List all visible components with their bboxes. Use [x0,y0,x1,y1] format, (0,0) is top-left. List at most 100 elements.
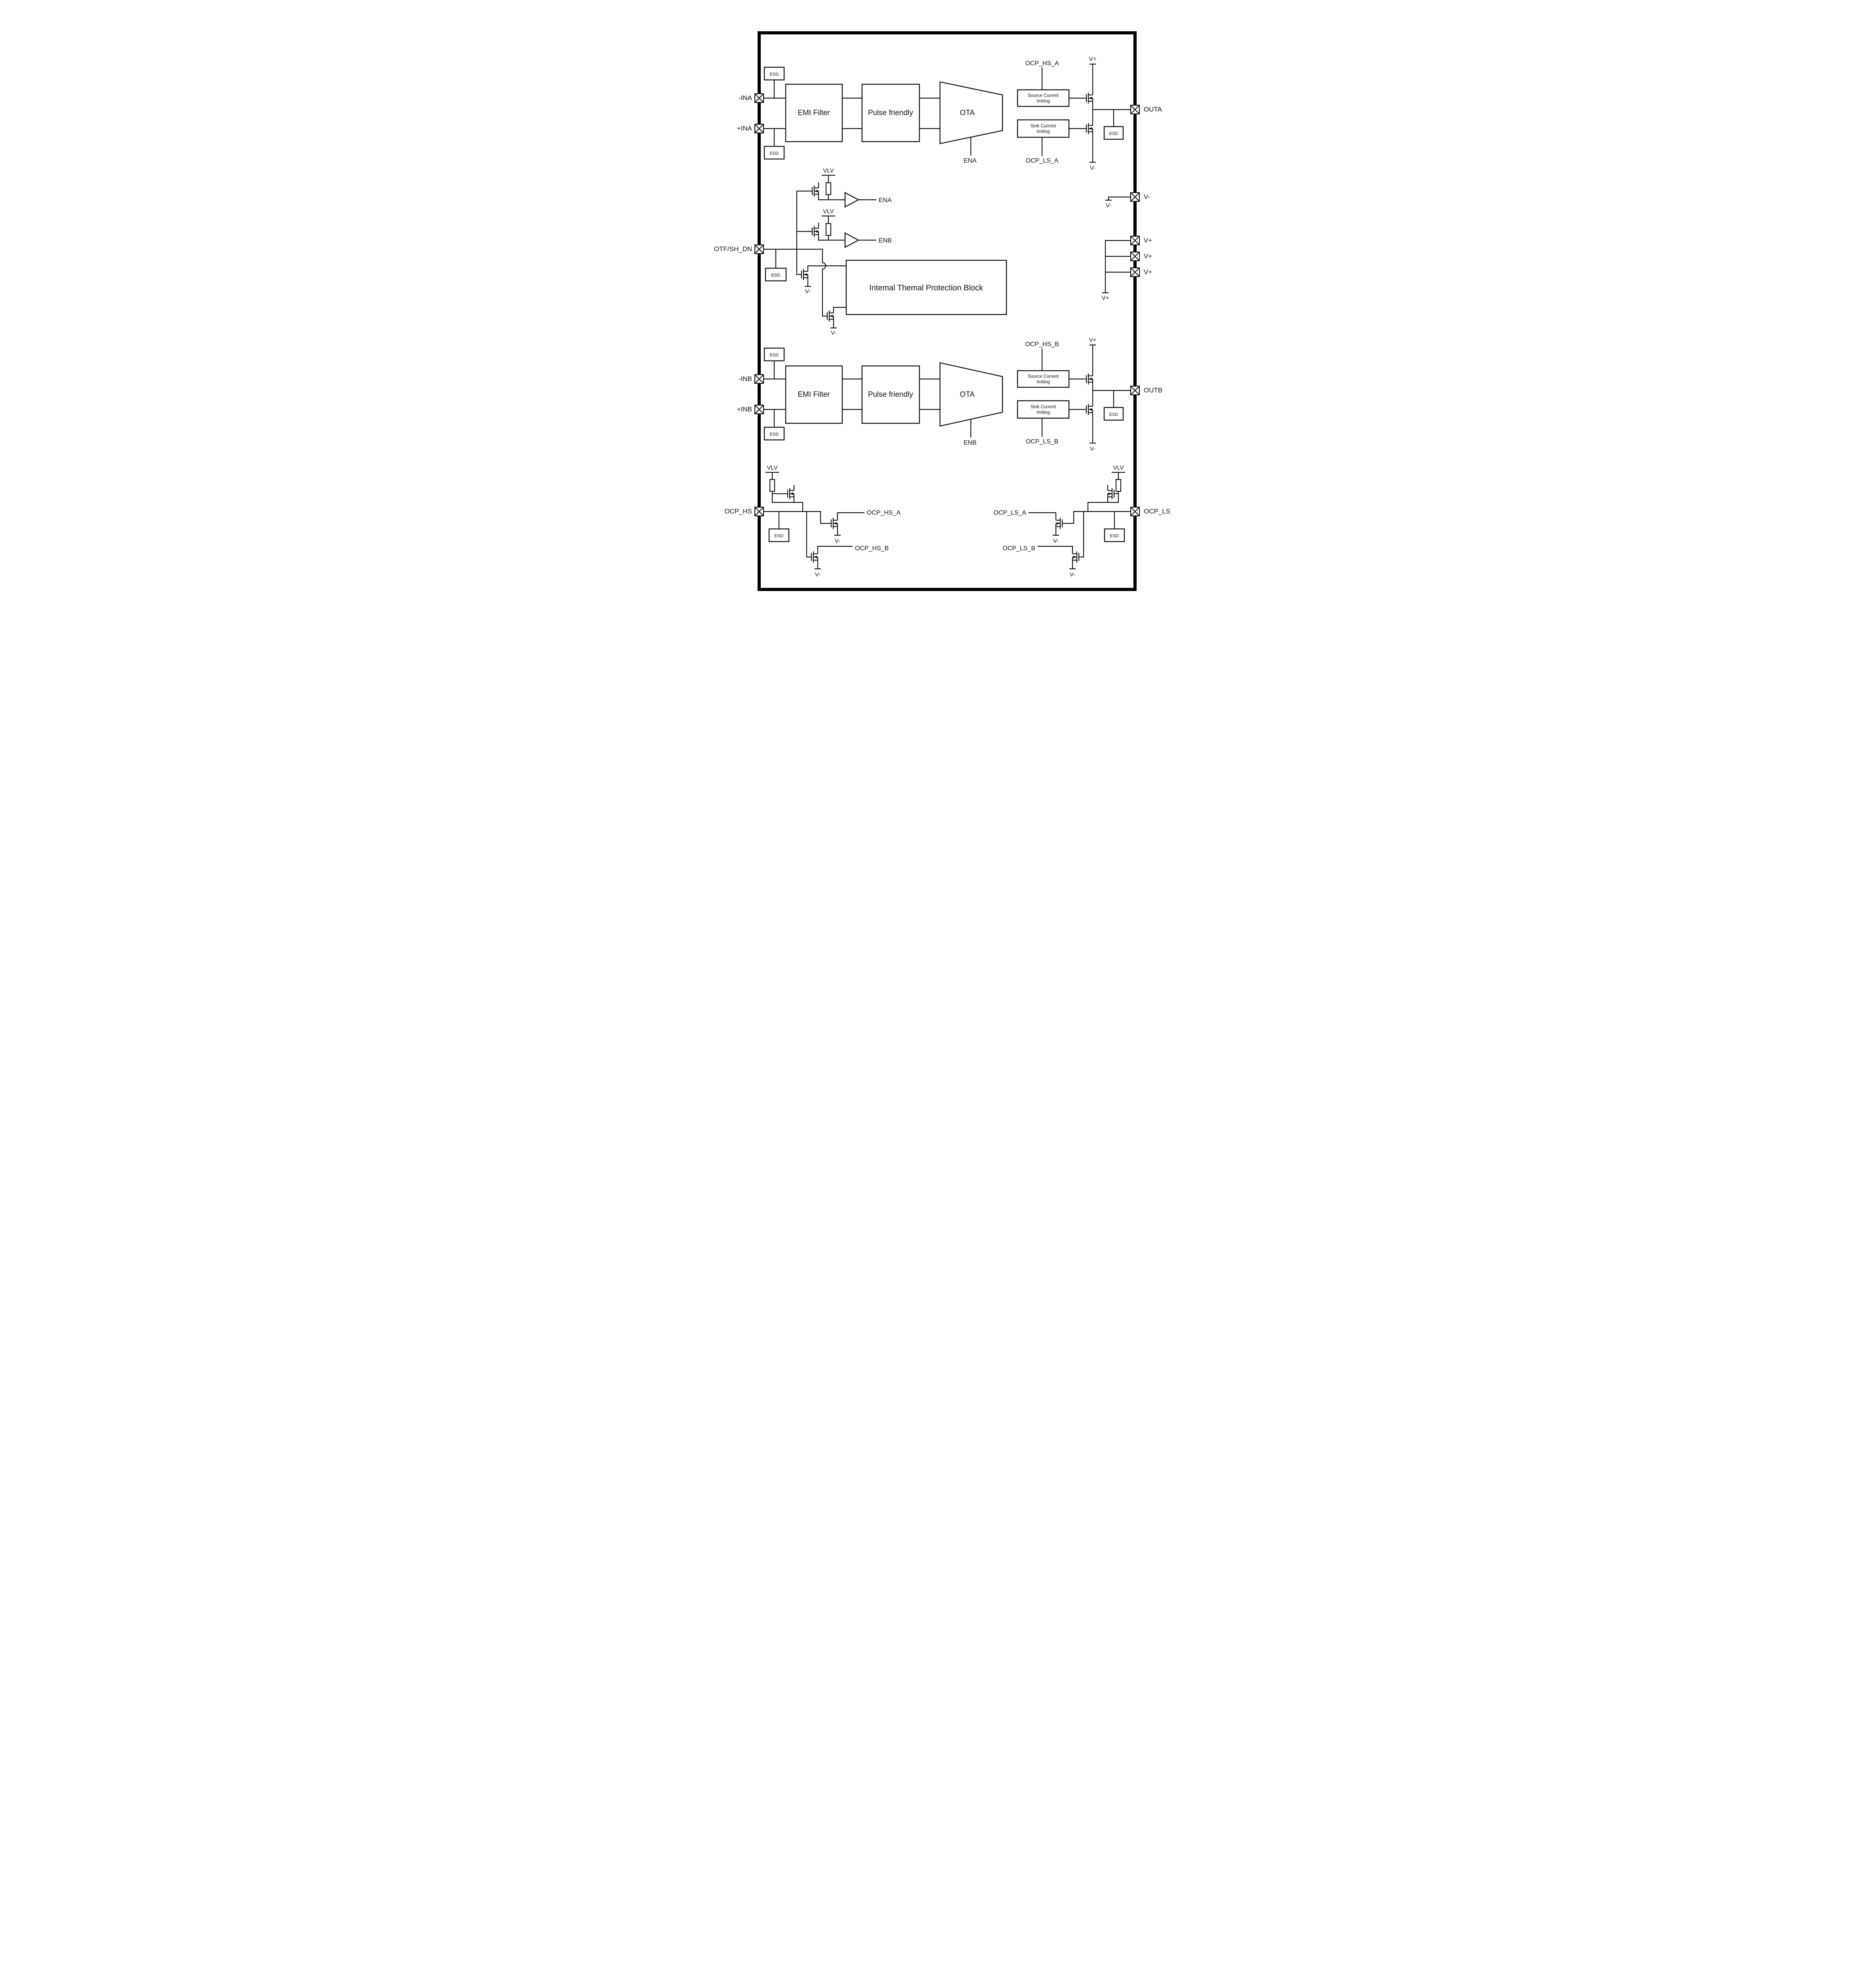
esd-box [764,66,785,81]
thermal-protection-block [845,260,1007,315]
wires [1028,472,1131,570]
esd-box [765,267,787,282]
ina-n-pin [754,93,764,103]
esd-label: ESD [770,432,779,437]
wires [1102,196,1131,294]
emi-filter-block [785,83,843,142]
ocp-hs-a-mosfet-icon [826,514,838,533]
esd-label: ESD [770,353,779,358]
vplus-pin-label: V+ [1144,237,1152,244]
source-current-limit-box [1017,370,1070,388]
vplus-pin [1130,267,1140,277]
esd-box [1103,407,1124,421]
ota-block [939,362,1003,427]
esd-label: ESD [775,534,784,538]
esd-label: ESD [1109,131,1118,136]
ena-pulldown-mosfet-icon [807,182,819,201]
thermal-mosfet-icon [796,265,809,284]
ina-p-pin [754,123,764,134]
resistor-icon [1115,479,1122,492]
vplus-label: V+ [1089,56,1097,63]
vminus-label: V- [1090,445,1095,452]
inb-p-pin-label: +INB [737,405,752,413]
thermal-protection-label: Intemal Themal Protection Block [869,284,983,292]
vlv-label: VLV [1113,464,1124,471]
ocp-ls-pin [1130,506,1140,517]
ocp-hs-b-label: OCP_HS_B [855,545,889,552]
resistor-icon [825,182,832,195]
ina-p-pin-label: +INA [737,125,752,132]
outa-pin [1130,104,1140,115]
esd-box [1104,528,1125,542]
ena-label: ENA [964,157,977,164]
otf-shdn-pin-label: OTF/SH_DN [714,245,752,253]
enb-output-label: ENB [879,237,892,244]
ocp-ls-pin-label: OCP_LS [1144,508,1170,515]
ota-label: OTA [960,390,975,399]
source-limit-line1: Source Current [1028,374,1059,379]
sink-limit-line2: Imiting [1037,129,1050,134]
sink-limit-line1: Sink Current [1031,124,1056,129]
inb-p-pin [754,404,764,415]
esd-box [768,528,790,542]
block-diagram-page: ESD ESD -INA +INA EMI Filter Pulse frien… [688,0,1188,610]
emi-filter-label: EMI Filter [798,109,830,117]
ocp-hs-pin [754,506,764,517]
outb-pin [1130,385,1140,396]
inb-n-pin [754,374,764,384]
pulse-friendly-label: Pulse friendly [868,390,913,399]
ocp-hs-section: VLV OCP_HS ESD OCP_HS_A V- OCP_HS_B V- [724,464,901,578]
esd-box [1103,126,1124,140]
sink-current-limit-box [1017,119,1070,138]
sink-limit-line1: Sink Current [1031,405,1056,409]
vlv-label: VLV [823,167,834,174]
pulse-friendly-block [861,83,920,142]
wires [763,63,1131,163]
vplus-pin [1130,235,1140,246]
lowside-mosfet-icon [1081,119,1093,138]
otf-shdn-pin [754,244,764,254]
enb-buffer-icon [844,232,859,248]
ocp-ls-a-mosfet-icon [1055,514,1068,533]
source-limit-line1: Source Current [1028,93,1059,98]
vminus-label: V- [1106,202,1111,209]
esd-label: ESD [770,151,779,156]
ota-label: OTA [960,109,975,117]
sink-current-limit-box [1017,400,1070,419]
wires [763,472,865,570]
functional-block-diagram: ESD ESD -INA +INA EMI Filter Pulse frien… [714,31,1170,591]
esd-box [764,426,785,441]
vminus-label: V- [805,288,811,295]
vminus-pin-label: V- [1144,193,1150,201]
ocp-ls-a-label: OCP_LS_A [993,510,1026,516]
esd-box [764,347,785,362]
vplus-label: V+ [1102,295,1109,301]
ena-output-label: ENA [879,197,892,204]
enable-shutdown-section: VLV ENA VLV ENB OTF/SH_DN ESD V- V- Inte… [714,167,1007,336]
outa-pin-label: OUTA [1144,106,1162,113]
source-limit-line2: Imiting [1037,99,1050,104]
ocp-ls-section: VLV OCP_LS ESD OCP_LS_A V- OCP_LS_B V- [993,464,1170,578]
sink-limit-line2: Imiting [1037,410,1050,415]
source-limit-line2: Imiting [1037,380,1050,385]
wires [763,344,1131,444]
vplus-label: V+ [1089,337,1097,343]
vlv-mosfet-icon [782,484,795,503]
esd-label: ESD [770,72,779,77]
chip-outline [758,31,1137,591]
ocp-hs-a-label: OCP_HS_A [1025,60,1059,67]
emi-filter-block [785,365,843,424]
ocp-hs-a-label: OCP_HS_A [867,510,901,516]
wires [763,174,877,329]
pulse-friendly-label: Pulse friendly [868,109,913,117]
resistor-icon [825,223,832,236]
supply-rail-pins: V- V- V+ V+ V+ V+ [1102,192,1152,301]
ota-block [939,81,1003,144]
vlv-label: VLV [767,464,777,471]
enb-pulldown-mosfet-icon [807,222,819,241]
lowside-mosfet-icon [1081,400,1093,419]
channel-b: ESD ESD -INB +INB EMI Filter Pulse frien… [737,337,1163,452]
ocp-ls-a-label: OCP_LS_A [1026,157,1059,164]
esd-box [764,146,785,160]
outb-pin-label: OUTB [1144,387,1162,394]
